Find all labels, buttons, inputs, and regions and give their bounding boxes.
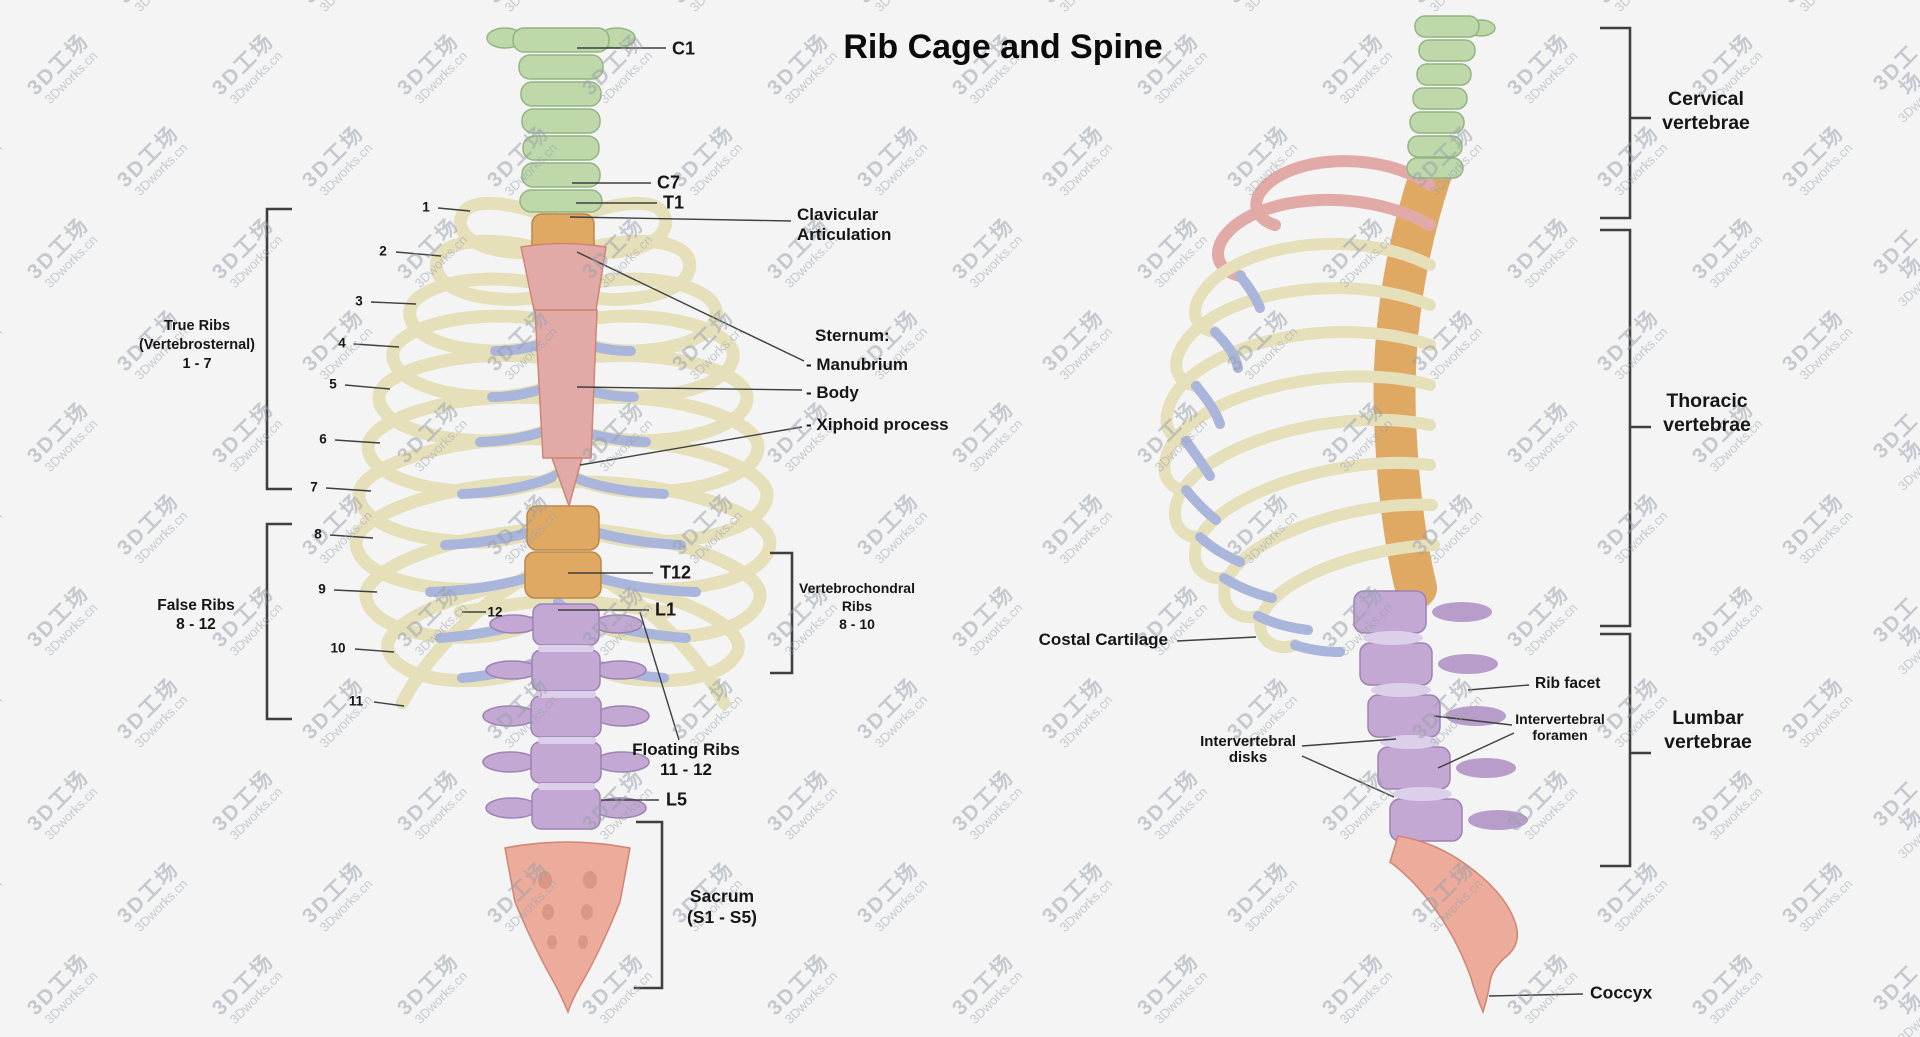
label-clavicular-articulation: Clavicular Articulation: [797, 205, 892, 244]
rib-number-label: 8: [314, 526, 322, 542]
label-sternum-heading: Sternum:: [815, 326, 890, 345]
sternum: [520, 242, 607, 509]
label-c7: C7: [657, 172, 681, 193]
label-floating-ribs: Floating Ribs 11 - 12: [632, 740, 740, 779]
label-vertebrochondral-ribs: Vertebrochondral Ribs 8 - 10: [799, 580, 915, 632]
sacrum-lateral: [1389, 835, 1519, 1015]
label-intervertebral-disks: Intervertebral disks: [1200, 733, 1296, 766]
label-sacrum: Sacrum (S1 - S5): [686, 886, 758, 927]
label-sternum-xiphoid: - Xiphoid process: [806, 415, 949, 434]
rib-number-label: 12: [487, 604, 503, 620]
label-t12: T12: [660, 562, 692, 583]
label-cervical-vertebrae: Cervical vertebrae: [1662, 88, 1750, 134]
label-sternum-body: - Body: [806, 383, 859, 402]
rib-number-label: 5: [329, 376, 337, 392]
leader-lines: [325, 47, 1584, 997]
label-thoracic-vertebrae: Thoracic vertebrae: [1663, 390, 1751, 436]
label-costal-cartilage: Costal Cartilage: [1038, 630, 1168, 649]
label-sternum-manubrium: - Manubrium: [806, 355, 908, 374]
rib-number-label: 2: [379, 243, 387, 259]
lateral-rib-cage: [1158, 155, 1440, 654]
label-t1: T1: [663, 192, 685, 213]
label-l1: L1: [655, 599, 677, 620]
cervical-spine-anterior: [486, 27, 636, 213]
label-c1: C1: [672, 38, 696, 59]
rib-number-label: 4: [338, 335, 346, 351]
label-true-ribs: True Ribs (Vertebrosternal) 1 - 7: [138, 318, 256, 372]
label-rib-facet: Rib facet: [1535, 675, 1601, 692]
diagram-title: Rib Cage and Spine: [843, 28, 1163, 66]
rib-number-label: 10: [330, 640, 346, 656]
rib-number-label: 7: [310, 479, 318, 495]
label-coccyx: Coccyx: [1590, 982, 1653, 1003]
label-lumbar-vertebrae: Lumbar vertebrae: [1664, 707, 1752, 753]
label-l5: L5: [666, 789, 688, 810]
anterior-figure: [349, 27, 770, 1015]
lateral-figure: [1158, 15, 1528, 1015]
rib-number-label: 6: [319, 431, 327, 447]
grouping-brackets: [265, 26, 1651, 990]
rib-number-label: 3: [355, 293, 363, 309]
costal-cartilage-lateral: [1181, 271, 1345, 657]
cervical-spine-lateral: [1406, 15, 1496, 179]
rib-number-label: 1: [422, 199, 430, 215]
label-false-ribs: False Ribs 8 - 12: [157, 597, 235, 633]
label-intervertebral-foramen: Intervertebral foramen: [1515, 711, 1605, 743]
rib-number-label: 9: [318, 581, 326, 597]
lumbar-spine-anterior: [482, 603, 650, 830]
sacrum-anterior: [504, 841, 631, 1015]
lumbar-spine-lateral: [1353, 590, 1528, 842]
rib-number-label: 11: [348, 693, 364, 709]
